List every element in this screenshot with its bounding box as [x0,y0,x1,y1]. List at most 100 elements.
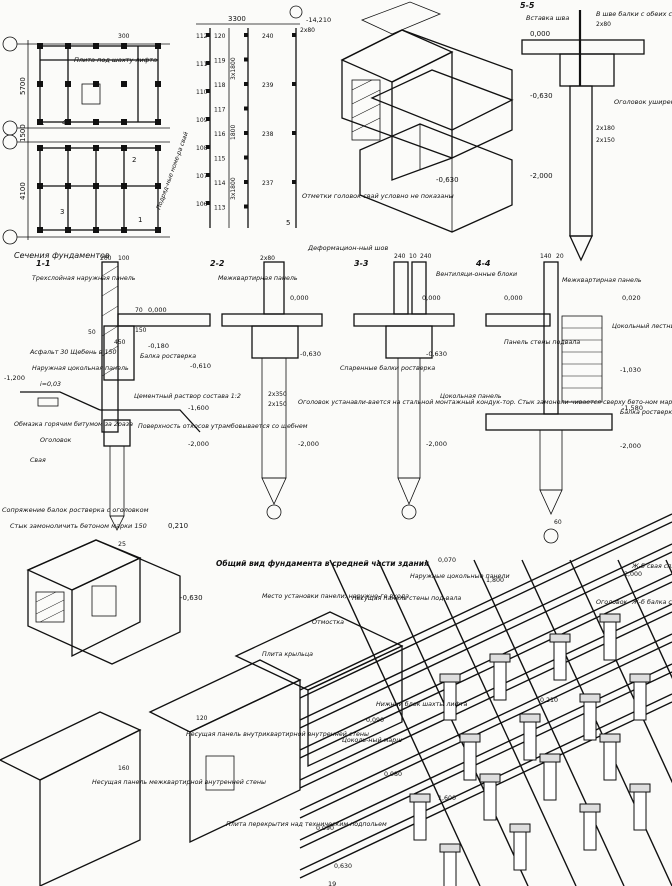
foundation-plan: 5700 1500 4100 300 Плита под шахту лифта… [2,33,290,260]
gen-entry: Место установки панели, наружно-го входа [262,593,409,600]
pile-dot [65,119,71,125]
pile-dot [155,81,161,87]
sec5-level: 0,000 [530,30,550,38]
pile-dot [65,81,71,87]
gen-level: 0,090 [316,825,334,832]
sec3-level: -0,630 [426,350,447,358]
gen-pile-sq: Ж-б свая сплошно-го квад-ратного сечения [631,562,672,570]
sec1-dim: 100 [118,255,130,262]
sec3-plinth: Цокольная панель [440,393,502,400]
axis-bubble [2,36,18,52]
gen-lift: Нижний блок шахты лифта [376,700,468,708]
sec4-basement: Панель стены подвала [504,339,580,346]
plan-piles [37,43,161,233]
sec1-level: -0,610 [190,362,211,370]
pile-dot [93,119,99,125]
deform-joint: Деформацион-ный шов [307,244,388,252]
gen-level: 0,070 [438,557,456,564]
sec1-beam: Балка ростверка [140,353,196,360]
sec5-dim: 2x180 [596,125,615,132]
gen-interapt: Несущая панель межквартирной внутренней … [92,779,266,786]
sec5-title: 5-5 [520,1,535,10]
pile-cap [489,653,511,663]
pile-dot [93,227,99,233]
pile [553,639,567,681]
sec-mark: 2 [132,156,136,164]
joint-level: 0,210 [168,522,188,530]
pile-number: 120 [214,33,226,40]
pile-cap [409,793,431,803]
pile-dot [65,145,71,151]
pile [413,799,427,841]
sec-mark: 5 [286,219,290,227]
sec1-pile-dim: 25 [118,541,126,548]
section-title: 4-4 [475,259,491,268]
lift-slab [81,83,101,105]
axis-bubble [2,120,18,136]
gen-level: 1,600 [438,795,456,802]
sec1-panel: Трехслойная наружная панель [32,275,136,282]
pile [603,619,617,661]
pile [443,679,457,721]
pile-dot [93,81,99,87]
sec1-slope: i=0,03 [40,381,61,388]
axis-bubble [2,134,18,150]
gen-plinth-march: Цоколь-ный марш [342,737,402,744]
axis-bubble [2,229,18,245]
sec4-panel: Межквартирная панель [562,277,642,284]
sec-mark: 1 [138,216,142,224]
general-title: Общий вид фундамента в средней части зда… [216,559,429,568]
gen-level: 0,630 [334,863,352,870]
sec5-joint-note: В шве балки с обеих сторон опираются на … [596,10,672,18]
pile-grid: 3300 11211111010910810710612011911811711… [196,5,454,228]
plan-caption: Сечения фундаментов [14,251,110,260]
section-5-5: 5-5 Вставка шва В шве балки с обеих стор… [520,1,672,262]
sec1-outer: Наружная цокольная панель [32,365,129,372]
sec4-plinth: Цокольный лестничный марш [612,323,672,330]
sec1-slope-surface: Поверхность откосов утрамбовывается со щ… [138,422,308,430]
pile-dot [37,145,43,151]
pile-dot [121,81,127,87]
pile-cap [629,673,651,683]
pile-numbers: 1121111101091081071061201191181171161151… [196,33,296,212]
joint-level: -0,630 [180,594,203,602]
sec5-level: -0,630 [530,92,553,100]
iso-beam-detail: -0,630 -14,210 [306,1,514,233]
pile-dot [37,43,43,49]
gen-outer-plinth: Наружные цокольные панели [410,573,510,580]
sec1-cap: Оголовок [40,437,72,444]
plan-dim-top: 300 [118,33,130,40]
joint-note: Стык замоноличить бетоном марки 150 [10,522,147,530]
plan-slab-note: Плита под шахту лифта [74,56,157,64]
grid-dim: 3x1800 [230,57,237,80]
sec4-level: 0,000 [504,294,523,302]
sec1-dim: 150 [135,327,147,334]
sec2-dim: 2x150 [268,401,287,408]
pile-dot [121,43,127,49]
pile-dot [121,227,127,233]
sec1-dim: 50 [88,329,96,336]
pile-number: 239 [262,82,274,89]
plan-dim-lower: 4100 [19,182,27,200]
general-labels: Место установки панели, наружно-го входа… [92,557,672,870]
section-title: 2-2 [210,259,225,268]
gen-porch: Плита крыльца [262,651,313,658]
pile-number: 238 [262,131,274,138]
pile-dot [155,119,161,125]
sec1-dim: 70 [135,307,143,314]
sec2-level: -2,000 [298,440,319,448]
sec5-insert: Вставка шва [526,14,569,22]
section-title: 1-1 [36,259,50,268]
sec3-dim: 10 [409,253,417,260]
section-title: 3-3 [354,259,369,268]
sec3-dim: 240 [394,253,406,260]
pile-number: 108 [196,145,208,152]
sec4-level: -1,580 [622,404,643,412]
sec4-dim: 140 [540,253,552,260]
pile-cap [579,803,601,813]
sec5-dim: 2x80 [596,21,611,28]
pile [603,739,617,781]
pile-number: 114 [214,180,226,187]
sec1-level: -1,600 [188,404,209,412]
